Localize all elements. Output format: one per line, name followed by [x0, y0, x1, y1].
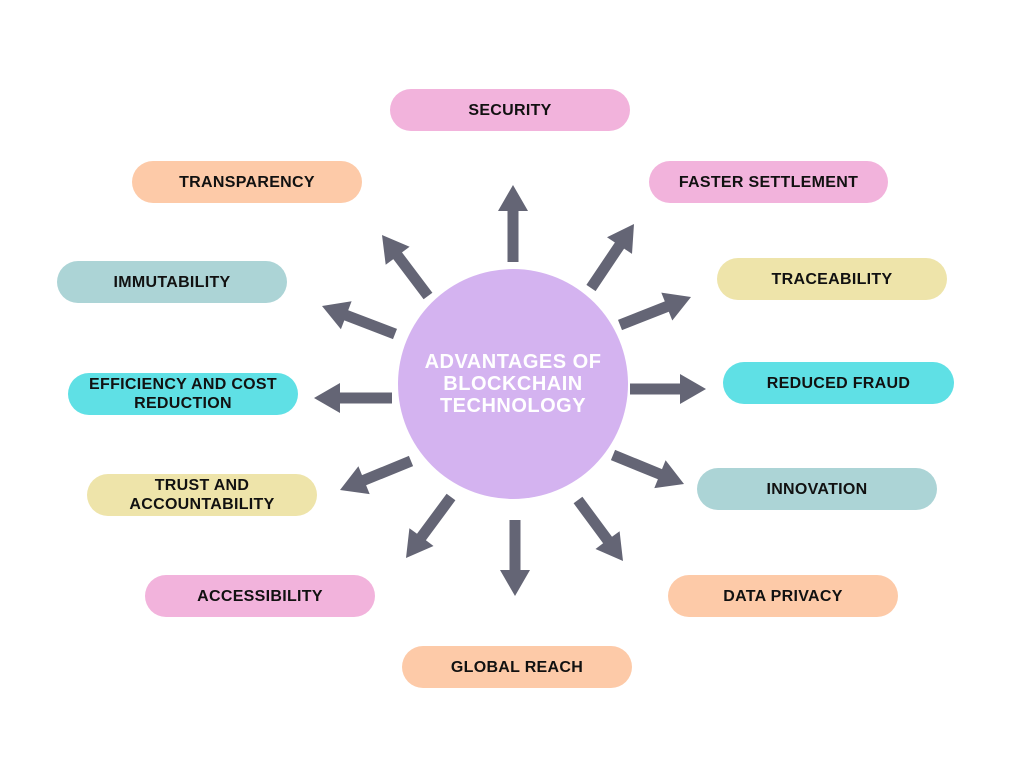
advantage-label: GLOBAL REACH	[450, 658, 584, 676]
advantage-label: IMMUTABILITY	[113, 273, 231, 291]
advantage-traceability: TRACEABILITY	[717, 258, 947, 300]
advantage-transparency: TRANSPARENCY	[132, 161, 362, 203]
arrow-up	[498, 185, 528, 262]
advantage-reduced-fraud: REDUCED FRAUD	[723, 362, 954, 404]
advantage-label: DATA PRIVACY	[723, 587, 843, 605]
advantage-efficiency-and-cost-reduction: EFFICIENCY AND COST REDUCTION	[68, 373, 298, 415]
arrow-up-right	[586, 224, 634, 292]
arrow-down-right	[573, 496, 623, 561]
advantage-trust-and-accountability: TRUST AND ACCOUNTABILITY	[87, 474, 317, 516]
arrow-left-upper	[322, 301, 397, 340]
advantage-label: REDUCED FRAUD	[766, 374, 911, 392]
advantage-security: SECURITY	[390, 89, 630, 131]
advantage-accessibility: ACCESSIBILITY	[145, 575, 375, 617]
arrow-up-left	[382, 235, 433, 300]
arrow-right	[630, 374, 706, 404]
arrow-down	[500, 520, 530, 596]
advantage-label: ACCESSIBILITY	[197, 587, 323, 605]
advantage-immutability: IMMUTABILITY	[57, 261, 287, 303]
arrow-left-lower	[340, 455, 414, 495]
advantage-data-privacy: DATA PRIVACY	[668, 575, 898, 617]
advantage-label: TRUST AND ACCOUNTABILITY	[129, 477, 275, 513]
arrow-right-upper	[618, 292, 691, 331]
advantage-global-reach: GLOBAL REACH	[402, 646, 632, 688]
advantage-label: EFFICIENCY AND COST REDUCTION	[89, 376, 277, 412]
arrow-down-left	[406, 493, 456, 558]
advantage-label: INNOVATION	[766, 480, 868, 498]
advantage-faster-settlement: FASTER SETTLEMENT	[649, 161, 888, 203]
central-hub-circle: ADVANTAGES OF BLOCKCHAIN TECHNOLOGY	[398, 269, 628, 499]
advantage-label: FASTER SETTLEMENT	[678, 173, 859, 191]
advantage-innovation: INNOVATION	[697, 468, 937, 510]
hub-title: ADVANTAGES OF BLOCKCHAIN TECHNOLOGY	[424, 351, 602, 417]
advantage-label: TRACEABILITY	[771, 270, 893, 288]
arrow-left	[314, 383, 392, 413]
advantage-label: TRANSPARENCY	[179, 173, 315, 191]
advantage-label: SECURITY	[468, 101, 552, 119]
arrow-right-lower	[610, 449, 684, 489]
